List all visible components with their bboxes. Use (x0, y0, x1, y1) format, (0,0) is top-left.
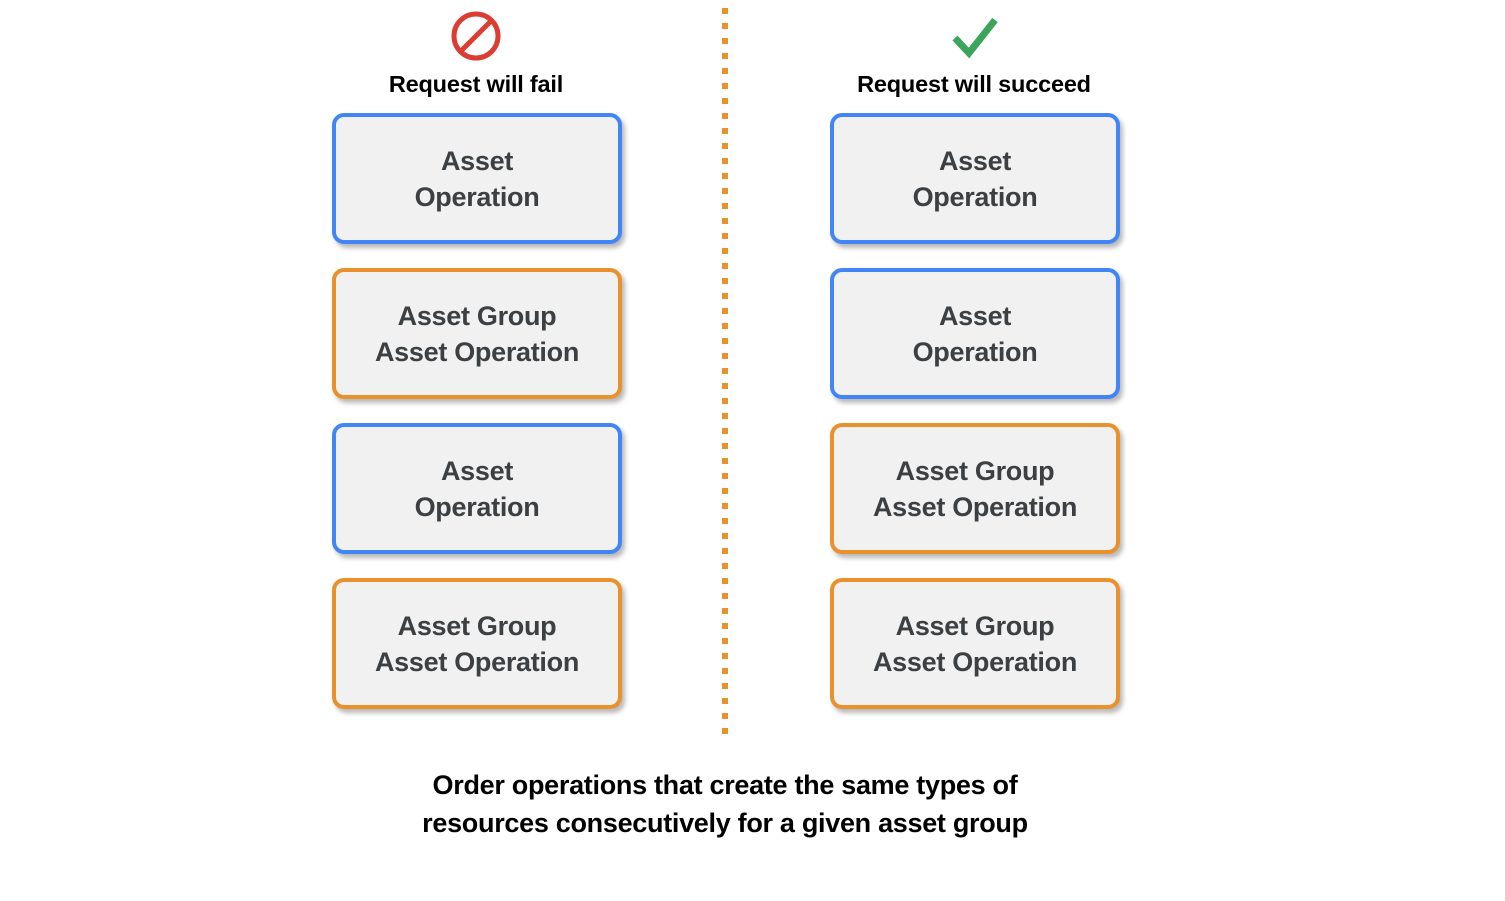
operation-box-asset-operation[interactable]: Asset Operation (332, 423, 622, 554)
column-title-succeed: Request will succeed (857, 71, 1091, 97)
operation-box-asset-operation[interactable]: Asset Operation (830, 268, 1120, 399)
operation-box-asset-operation[interactable]: Asset Operation (830, 113, 1120, 244)
figure-caption: Order operations that create the same ty… (422, 770, 1028, 838)
operation-box-label: Asset Operation (912, 145, 1038, 212)
operation-list-fail: Asset Operation Asset Group Asset Operat… (332, 113, 622, 733)
operation-list-succeed: Asset Operation Asset Operation Asset Gr… (830, 113, 1120, 733)
no-entry-icon (443, 8, 509, 64)
column-header-succeed: Request will succeed (809, 8, 1139, 98)
column-divider (722, 8, 728, 736)
operation-box-label: Asset Operation (414, 455, 540, 522)
operation-box-asset-group-asset-operation[interactable]: Asset Group Asset Operation (830, 578, 1120, 709)
operation-box-asset-group-asset-operation[interactable]: Asset Group Asset Operation (332, 578, 622, 709)
operation-box-label: Asset Group Asset Operation (374, 610, 580, 677)
operation-box-label: Asset Operation (414, 145, 540, 212)
operation-box-label: Asset Operation (912, 300, 1038, 367)
operation-box-asset-group-asset-operation[interactable]: Asset Group Asset Operation (332, 268, 622, 399)
operation-box-asset-group-asset-operation[interactable]: Asset Group Asset Operation (830, 423, 1120, 554)
operation-box-label: Asset Group Asset Operation (872, 610, 1078, 677)
column-title-fail: Request will fail (388, 71, 564, 97)
operation-box-label: Asset Group Asset Operation (872, 455, 1078, 522)
operation-box-asset-operation[interactable]: Asset Operation (332, 113, 622, 244)
checkmark-icon (941, 8, 1007, 64)
column-header-fail: Request will fail (311, 8, 641, 98)
operation-box-label: Asset Group Asset Operation (374, 300, 580, 367)
